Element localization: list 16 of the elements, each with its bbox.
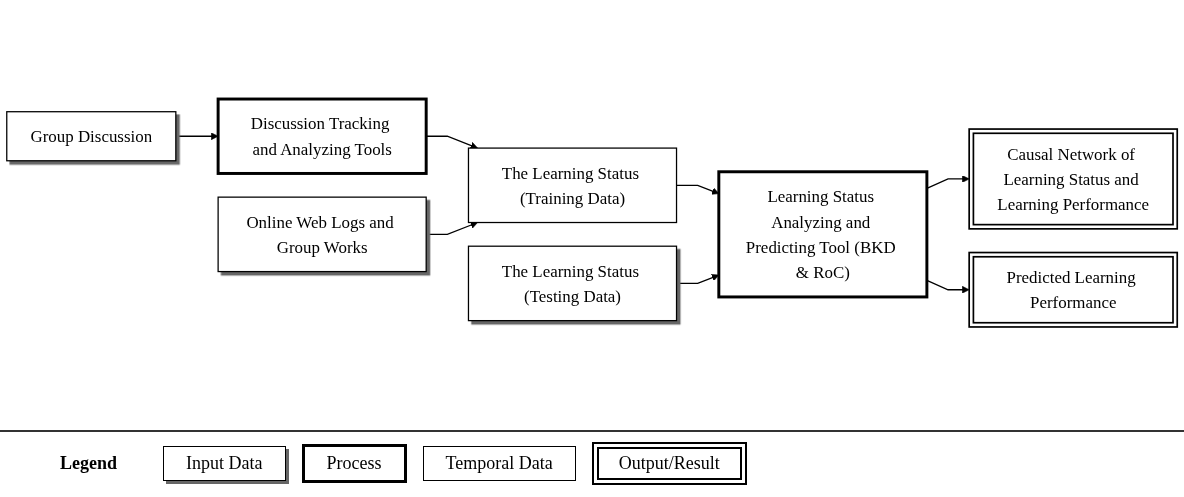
output-box: Causal Network of Learning Status and Learning Performance — [968, 128, 1179, 230]
process-box: Learning Status Analyzing and Predicting Tool (BKD & RoC) — [717, 170, 929, 299]
input-data-box: Online Web Logs and Group Works — [217, 196, 427, 273]
arrow — [926, 279, 970, 294]
temporal-data-box: The Learning Status (Training Data) — [467, 147, 678, 224]
legend-title: Legend — [60, 453, 117, 474]
output-box: Predicted Learning Performance — [968, 251, 1179, 328]
input-data-box: The Learning Status (Testing Data) — [467, 245, 678, 322]
arrow — [926, 175, 970, 189]
legend-key: Output/Result — [591, 442, 747, 485]
process-box: Discussion Tracking and Analyzing Tools — [216, 97, 428, 175]
legend-key: Temporal Data — [422, 446, 576, 481]
legend-key: Input Data — [163, 446, 286, 481]
input-data-box: Group Discussion — [6, 111, 177, 162]
arrow — [175, 132, 219, 140]
legend-key: Process — [301, 444, 407, 483]
